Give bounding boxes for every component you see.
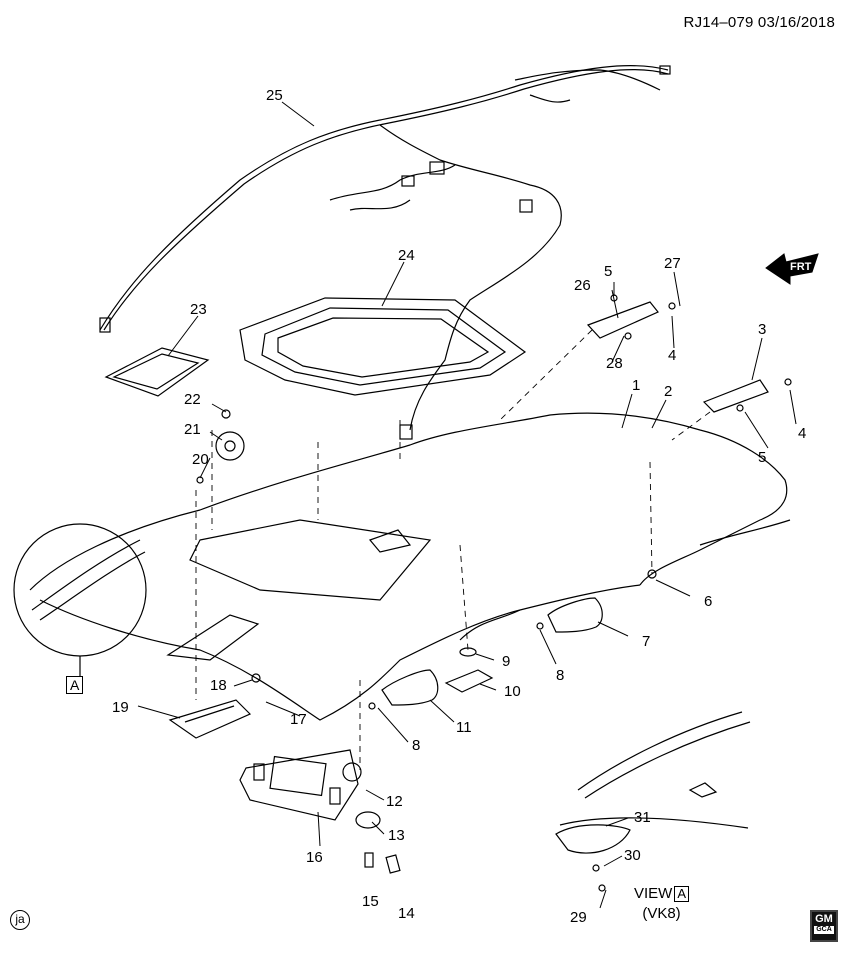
headliner: [29, 412, 791, 721]
callout-23: 23: [190, 301, 207, 318]
view-a-inset: [555, 711, 751, 854]
view-box-letter: A: [674, 886, 690, 902]
callout-26: 26: [574, 277, 591, 294]
retainer-clip: [364, 852, 374, 868]
visor-clip-cap: [355, 811, 381, 829]
callout-21: 21: [184, 421, 201, 438]
view-code: (VK8): [642, 905, 681, 922]
bracket: [586, 301, 659, 339]
callout-22: 22: [184, 391, 201, 408]
callout-29: 29: [570, 909, 587, 926]
reading-lamp: [444, 669, 494, 693]
callout-5b: 5: [758, 449, 766, 466]
callout-25: 25: [266, 87, 283, 104]
callout-16: 16: [306, 849, 323, 866]
callout-20: 20: [192, 451, 209, 468]
wiring-harness: [99, 65, 671, 440]
sunroof-shade-panel: [104, 347, 210, 397]
gm-logo-bottom: GCA: [814, 926, 834, 934]
callout-leaders: [137, 101, 797, 909]
courtesy-lamp: [555, 824, 631, 854]
sunvisor: [239, 749, 359, 821]
view-prefix: VIEW: [634, 885, 673, 902]
detail-a-label: A: [66, 676, 84, 694]
drawing-reference: RJ14–079 03/16/2018: [684, 14, 835, 31]
callout-30: 30: [624, 847, 641, 864]
callout-13: 13: [388, 827, 405, 844]
dome-lamp: [168, 699, 252, 739]
callout-8: 8: [556, 667, 564, 684]
speaker-grille: [215, 431, 245, 461]
callout-12: 12: [386, 793, 403, 810]
sunroof-frame: [239, 297, 527, 396]
retainer-pad: [385, 854, 401, 874]
callout-6: 6: [704, 593, 712, 610]
callout-15: 15: [362, 893, 379, 910]
callout-11: 11: [456, 719, 472, 736]
doc-id: RJ14–079: [683, 14, 754, 31]
callout-7: 7: [642, 633, 650, 650]
callout-labels: 1 2 3 4 4 5 5 6 7 8 8 9 10 11 12 13 14 1…: [112, 87, 806, 926]
callout-5: 5: [604, 263, 612, 280]
callout-2: 2: [664, 383, 672, 400]
callout-14: 14: [398, 905, 415, 922]
gm-logo: GM GCA: [810, 910, 838, 942]
assist-handle-rear: [547, 597, 603, 633]
ja-mark: ja: [10, 910, 30, 930]
callout-31: 31: [634, 809, 651, 826]
bracket-rear: [702, 379, 769, 413]
front-direction-arrow: FRT: [765, 253, 819, 285]
visor-pivot: [342, 762, 362, 782]
callout-27: 27: [664, 255, 681, 272]
callout-24: 24: [398, 247, 415, 264]
callout-3: 3: [758, 321, 766, 338]
callout-17: 17: [290, 711, 307, 728]
callout-10: 10: [504, 683, 521, 700]
callout-18: 18: [210, 677, 227, 694]
callout-4b: 4: [668, 347, 676, 364]
callout-4: 4: [798, 425, 806, 442]
doc-date: 03/16/2018: [757, 14, 835, 31]
assist-handle-front: [381, 669, 439, 706]
svg-text:FRT: FRT: [790, 261, 812, 273]
callout-9: 9: [502, 653, 510, 670]
gm-logo-top: GM: [815, 913, 833, 925]
callout-1: 1: [632, 377, 640, 394]
callout-28: 28: [606, 355, 623, 372]
detail-a-magnifier: [13, 523, 147, 676]
callout-19: 19: [112, 699, 129, 716]
callout-8b: 8: [412, 737, 420, 754]
